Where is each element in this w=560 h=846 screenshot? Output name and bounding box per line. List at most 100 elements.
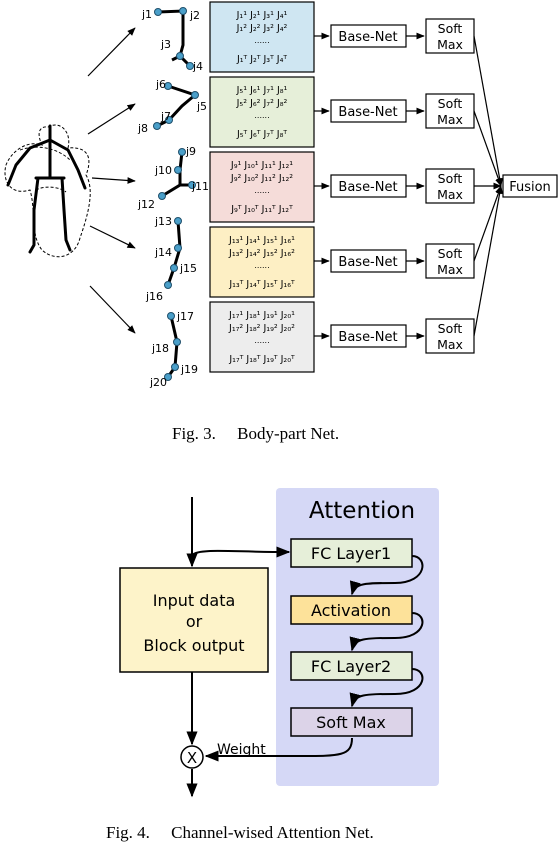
softmax-label-line1: Soft bbox=[438, 96, 463, 111]
base-net-label: Base-Net bbox=[338, 30, 397, 45]
fc-layer2-box bbox=[290, 651, 413, 681]
matrix-ellipsis: ...... bbox=[254, 186, 269, 195]
joint-matrix-box bbox=[209, 151, 315, 223]
matrix-ellipsis: ...... bbox=[254, 336, 269, 345]
joint-label: j20 bbox=[149, 376, 167, 389]
multiply-symbol: X bbox=[187, 749, 197, 767]
matrix-row: J₉ᵀ J₁₀ᵀ J₁₁ᵀ J₁₂ᵀ bbox=[230, 204, 293, 215]
attention-panel bbox=[276, 488, 439, 786]
matrix-ellipsis: ...... bbox=[254, 36, 269, 45]
softmax-label-line2: Max bbox=[437, 187, 463, 202]
softmax-to-fusion-arrow bbox=[473, 110, 502, 187]
part-row: J₉¹ J₁₀¹ J₁₁¹ J₁₂¹ J₉² J₁₀² J₁₁² J₁₂²....… bbox=[209, 151, 502, 223]
joint-label: j10 bbox=[154, 164, 172, 177]
softmax-to-fusion-arrow bbox=[473, 35, 503, 187]
fig4-caption: Fig. 4. Channel-wised Attention Net. bbox=[106, 823, 374, 842]
softmax-box bbox=[425, 93, 475, 129]
attention-net-figure: Attention Input data or Block output FC … bbox=[119, 488, 439, 798]
part-row: J₁₃¹ J₁₄¹ J₁₅¹ J₁₆¹ J₁₃² J₁₄² J₁₅² J₁₆²..… bbox=[209, 185, 502, 298]
base-net-label: Base-Net bbox=[338, 180, 397, 195]
softmax-box bbox=[425, 168, 475, 204]
matrix-row: J₅¹ J₆¹ J₇¹ J₈¹ bbox=[236, 85, 288, 96]
softmax-label: Soft Max bbox=[316, 713, 386, 732]
joint-label: j12 bbox=[137, 198, 155, 211]
softmax-label-line1: Soft bbox=[438, 21, 463, 36]
softmax-label-line2: Max bbox=[437, 112, 463, 127]
part2-skeleton: j6 j5 j7 j8 bbox=[137, 78, 207, 135]
joint-matrix-box bbox=[209, 226, 315, 298]
softmax-label-line1: Soft bbox=[438, 321, 463, 336]
body-to-part-arrows bbox=[87, 27, 136, 334]
joint-label: j11 bbox=[191, 180, 209, 193]
part-row: J₅¹ J₆¹ J₇¹ J₈¹ J₅² J₆² J₇² J₈²...... J₅ᵀ … bbox=[209, 76, 502, 187]
fig3-caption: Fig. 3. Body-part Net. bbox=[172, 424, 340, 443]
joint-label: j1 bbox=[141, 8, 152, 21]
softmax-box bbox=[290, 707, 413, 737]
joint-label: j5 bbox=[196, 100, 207, 113]
joint-label: j9 bbox=[185, 145, 196, 158]
matrix-row: J₁₃ᵀ J₁₄ᵀ J₁₅ᵀ J₁₆ᵀ bbox=[228, 279, 295, 290]
joint-label: j17 bbox=[176, 310, 194, 323]
joint-label: j6 bbox=[155, 78, 166, 91]
matrix-row: J₁₇¹ J₁₈¹ J₁₉¹ J₂₀¹ bbox=[228, 310, 295, 321]
joint-label: j4 bbox=[192, 60, 203, 73]
matrix-ellipsis: ...... bbox=[254, 111, 269, 120]
fc-layer1-label: FC Layer1 bbox=[311, 544, 391, 563]
input-label-line1: Input data bbox=[153, 591, 236, 610]
joint-label: j15 bbox=[179, 262, 197, 275]
activation-label: Activation bbox=[311, 601, 391, 620]
matrix-row: J₅ᵀ J₆ᵀ J₇ᵀ J₈ᵀ bbox=[236, 129, 287, 140]
matrix-row: J₉¹ J₁₀¹ J₁₁¹ J₁₂¹ bbox=[230, 160, 293, 171]
input-label-line2: or bbox=[186, 612, 203, 631]
joint-label: j8 bbox=[137, 122, 148, 135]
softmax-to-fusion-arrow bbox=[473, 185, 503, 337]
matrix-row: J₁² J₂² J₃² J₄² bbox=[236, 23, 288, 34]
base-net-label: Base-Net bbox=[338, 330, 397, 345]
full-body-skeleton-icon bbox=[4, 124, 91, 258]
base-net-label: Base-Net bbox=[338, 255, 397, 270]
part1-skeleton: j1 j2 j3 j4 bbox=[141, 7, 203, 73]
part-row: J₁₇¹ J₁₈¹ J₁₉¹ J₂₀¹ J₁₇² J₁₈² J₁₉² J₂₀²..… bbox=[209, 185, 503, 373]
attention-title: Attention bbox=[309, 498, 415, 524]
matrix-row: J₁₃² J₁₄² J₁₅² J₁₆² bbox=[228, 248, 295, 259]
joint-label: j3 bbox=[160, 38, 171, 51]
joint-label: j14 bbox=[154, 246, 172, 259]
part4-skeleton: j13 j14 j15 j16 bbox=[145, 215, 197, 303]
softmax-label-line2: Max bbox=[437, 262, 463, 277]
multiply-node: X bbox=[180, 745, 204, 769]
weight-label: Weight bbox=[217, 742, 266, 758]
matrix-row: J₁₇² J₁₈² J₁₉² J₂₀² bbox=[228, 323, 295, 334]
joint-label: j2 bbox=[189, 9, 200, 22]
matrix-ellipsis: ...... bbox=[254, 261, 269, 270]
matrix-row: J₉² J₁₀² J₁₁² J₁₂² bbox=[230, 173, 293, 184]
softmax-label-line2: Max bbox=[437, 337, 463, 352]
attention-flow-arrows bbox=[186, 497, 424, 798]
fc-layer2-label: FC Layer2 bbox=[311, 657, 391, 676]
joint-label: j13 bbox=[154, 215, 172, 228]
body-part-net-figure: j1 j2 j3 j4 j6 j5 j7 j8 j9 j10 bbox=[4, 1, 558, 389]
fc-layer1-box bbox=[290, 538, 413, 568]
matrix-row: J₁₃¹ J₁₄¹ J₁₅¹ J₁₆¹ bbox=[228, 235, 295, 246]
softmax-box bbox=[425, 243, 475, 279]
joint-matrix-box bbox=[209, 301, 315, 373]
joint-label: j18 bbox=[151, 342, 169, 355]
softmax-label-line1: Soft bbox=[438, 246, 463, 261]
matrix-row: J₅² J₆² J₇² J₈² bbox=[236, 98, 288, 109]
input-label-line3: Block output bbox=[143, 636, 244, 655]
softmax-label-line1: Soft bbox=[438, 171, 463, 186]
joint-matrix-box bbox=[209, 76, 315, 148]
matrix-row: J₁₇ᵀ J₁₈ᵀ J₁₉ᵀ J₂₀ᵀ bbox=[228, 354, 295, 365]
part5-skeleton: j17 j18 j19 j20 bbox=[149, 310, 198, 389]
matrix-row: J₁ᵀ J₂ᵀ J₃ᵀ J₄ᵀ bbox=[236, 54, 287, 65]
fusion-label: Fusion bbox=[509, 180, 551, 195]
joint-label: j19 bbox=[180, 363, 198, 376]
base-net-label: Base-Net bbox=[338, 105, 397, 120]
softmax-box bbox=[425, 18, 475, 54]
part3-skeleton: j9 j10 j11 j12 bbox=[137, 145, 209, 211]
joint-matrix-box bbox=[209, 1, 315, 73]
joint-label: j7 bbox=[160, 110, 171, 123]
joint-label: j16 bbox=[145, 290, 163, 303]
